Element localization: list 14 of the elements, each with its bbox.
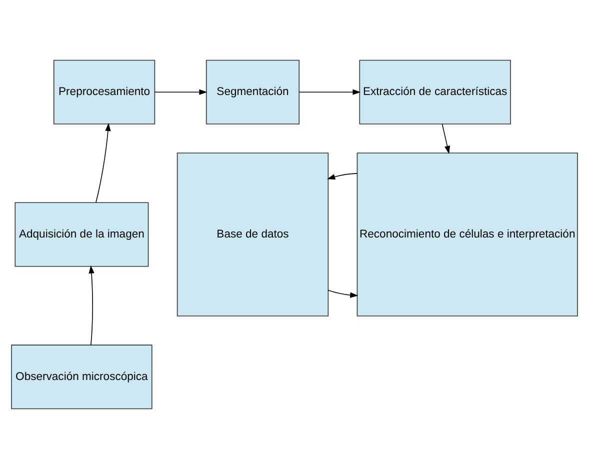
node-box: Extracción de características <box>359 59 511 124</box>
node-box: Reconocimiento de células e interpretación <box>356 152 578 316</box>
node-box: Base de datos <box>176 152 329 316</box>
arrow <box>327 172 358 179</box>
arrow <box>96 122 111 202</box>
node-box: Segmentación <box>206 59 300 124</box>
node-box: Adquisición de la imagen <box>14 202 149 266</box>
node-box: Preprocesamiento <box>53 59 156 124</box>
arrow <box>88 264 94 345</box>
arrow <box>299 88 361 94</box>
arrow <box>328 289 358 298</box>
arrow <box>442 123 450 154</box>
node-box: Observación microscópica <box>11 344 152 409</box>
arrow <box>154 88 208 94</box>
